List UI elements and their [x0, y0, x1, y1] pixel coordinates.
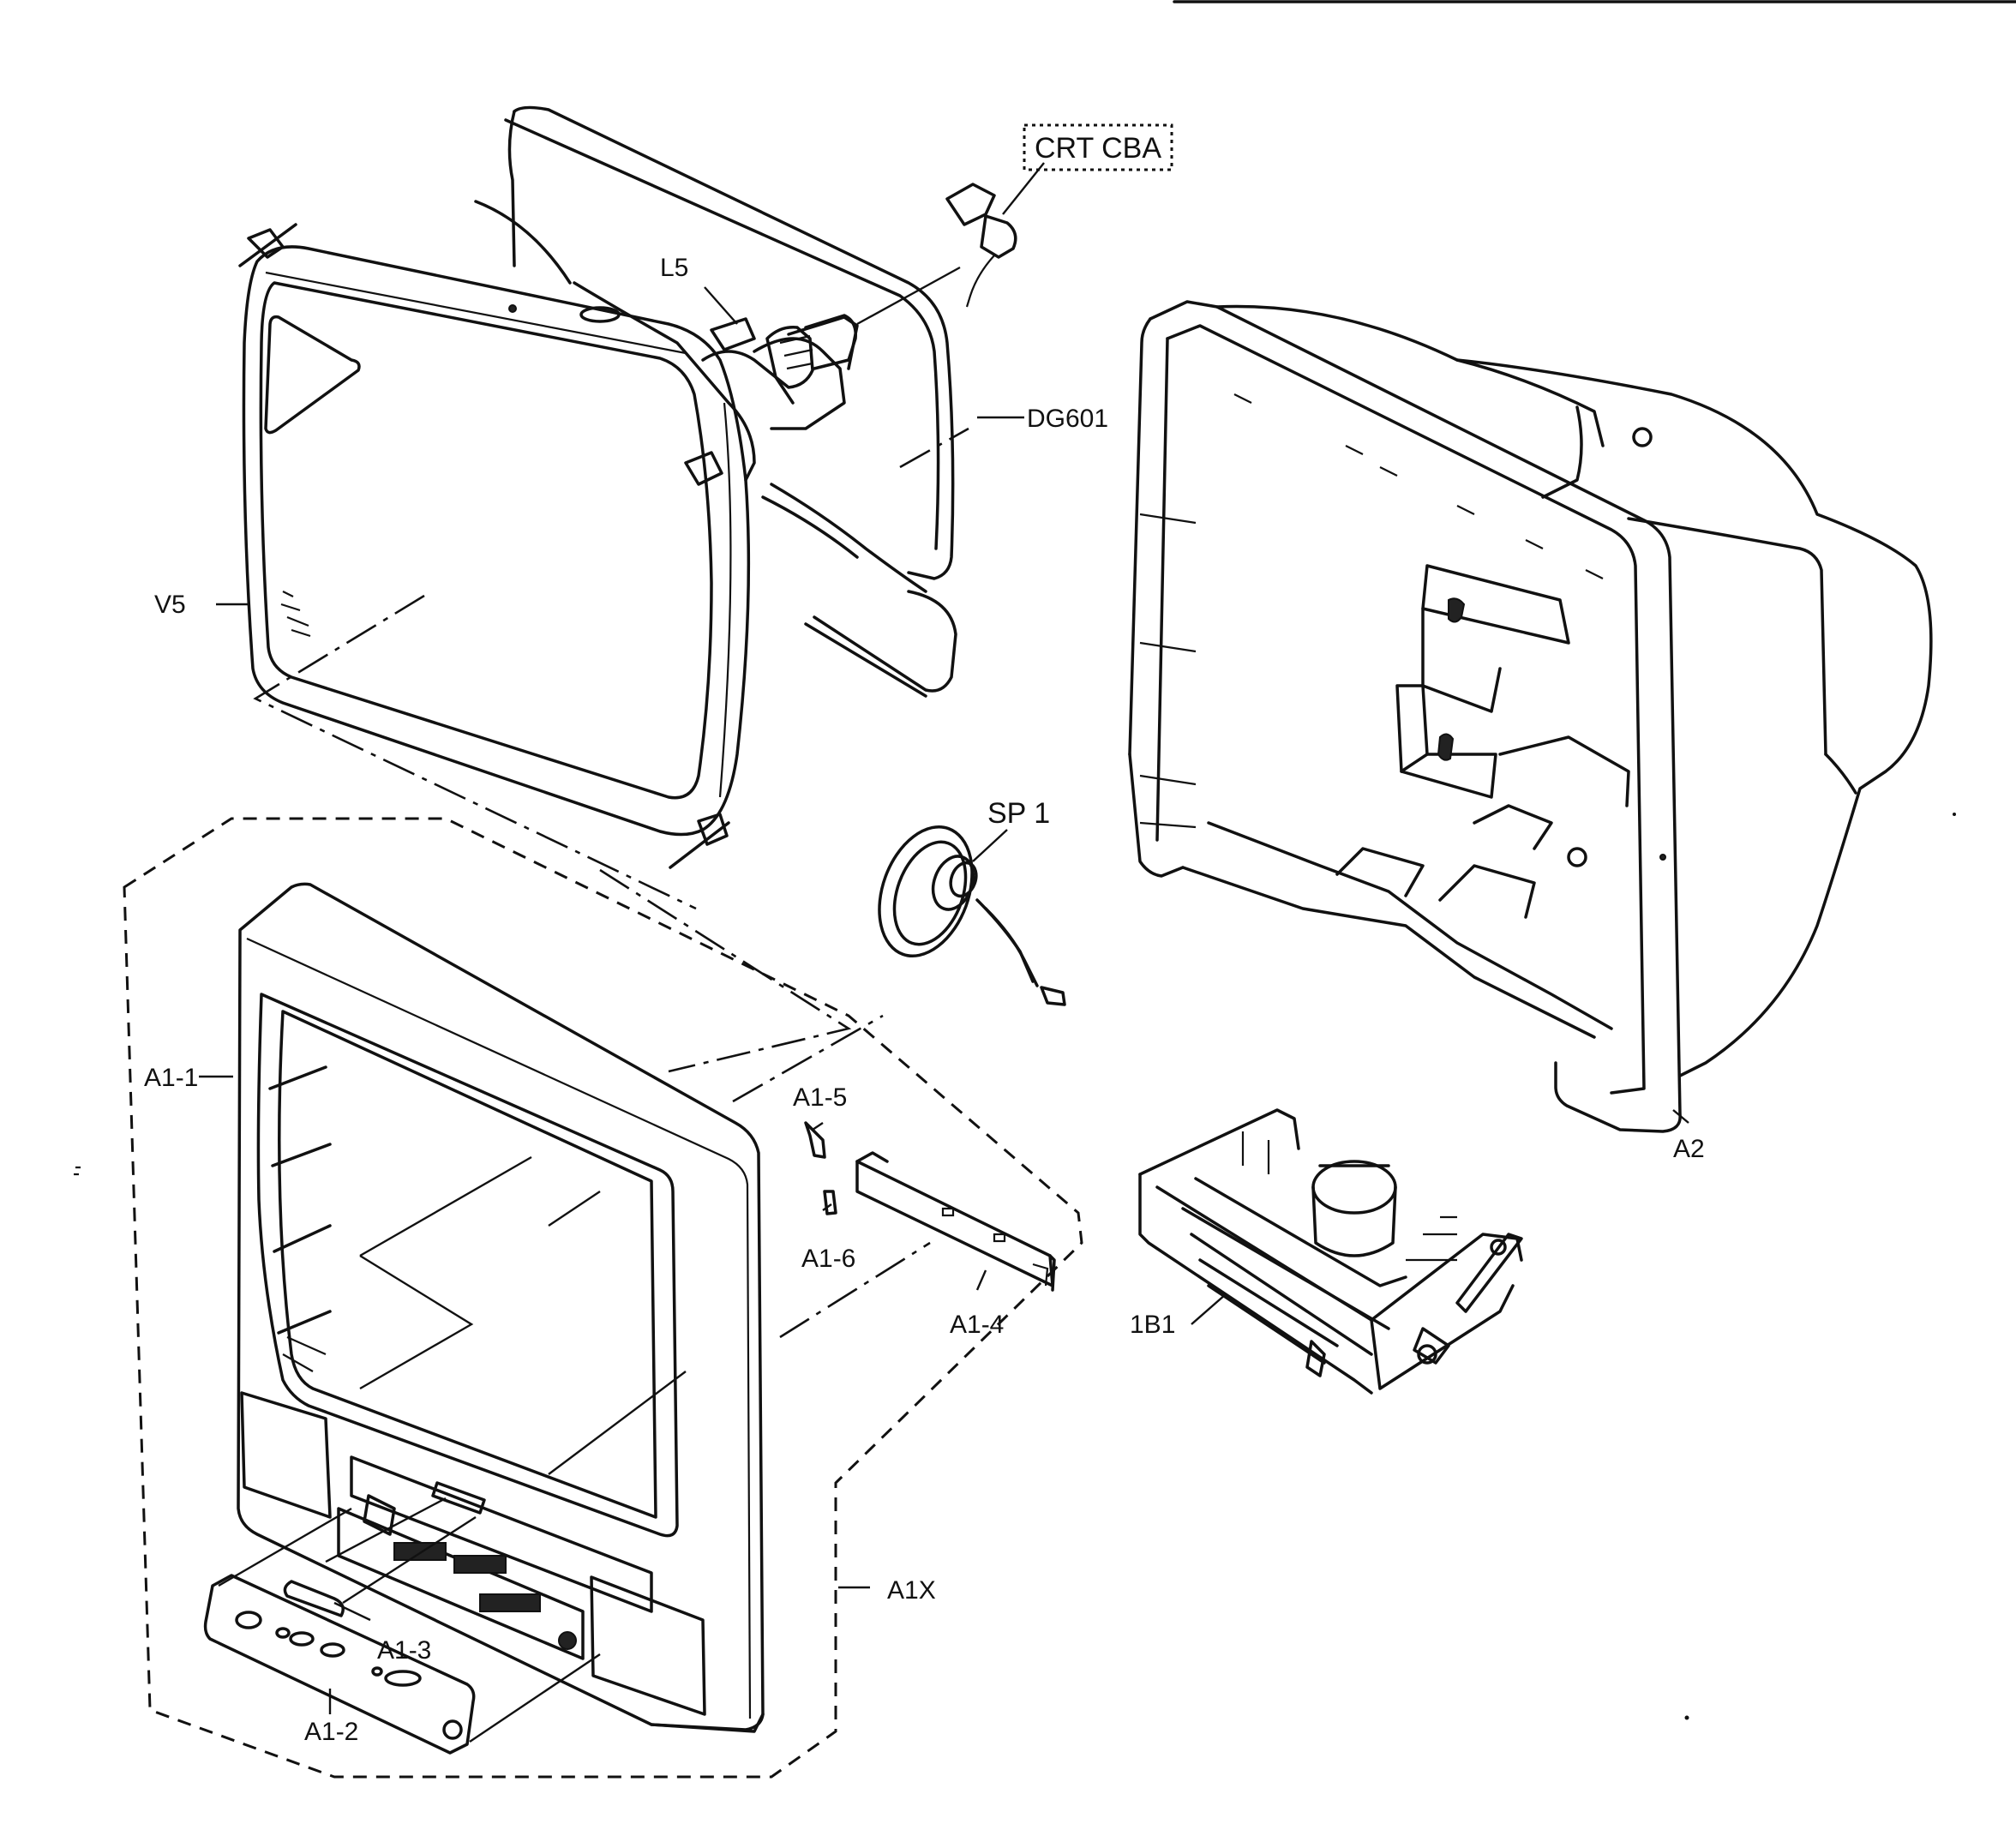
speaker-sp1	[878, 825, 1066, 1006]
screw-a1-6	[823, 1190, 837, 1215]
control-panel-a1-2	[203, 1574, 476, 1755]
leader-a1-5	[812, 1122, 824, 1131]
crt-picture-tube	[238, 223, 859, 869]
stray-dot	[1953, 813, 1956, 816]
label-a1-5: A1-5	[793, 1083, 847, 1112]
label-l5: L5	[660, 254, 688, 282]
front-cabinet-a1-1	[237, 882, 765, 1733]
leader-l5	[704, 286, 738, 325]
projection-line	[342, 1515, 477, 1605]
label-crt-cba: CRT CBA	[1035, 132, 1161, 165]
label-a2: A2	[1673, 1135, 1705, 1163]
label-a1-3: A1-3	[377, 1636, 431, 1665]
leader-a1-3	[333, 1601, 371, 1622]
rear-cabinet-a2	[1128, 300, 1933, 1133]
bracket-a1-4	[855, 1151, 1056, 1292]
leader-a1-6	[822, 1203, 832, 1211]
left-speaker-grille	[240, 1391, 332, 1519]
projection-line-speaker-cabinet	[732, 1014, 884, 1103]
stray-dot	[1684, 1715, 1689, 1720]
label-v5: V5	[154, 591, 186, 619]
label-a1-1: A1-1	[144, 1064, 198, 1092]
right-speaker-grille	[590, 1575, 706, 1716]
stray-mark	[74, 1166, 81, 1176]
projection-line	[469, 1653, 601, 1743]
projection-line-a1-4	[779, 1241, 931, 1339]
a1x-group-boundary	[123, 817, 1083, 1779]
neck-assembly-l5	[710, 266, 961, 389]
leader-a1-4	[975, 1269, 987, 1291]
projection-line	[325, 1497, 447, 1563]
crt-cba-label-box	[1023, 123, 1173, 171]
projection-line	[218, 1507, 352, 1587]
label-sp1: SP 1	[987, 797, 1050, 830]
label-a1-2: A1-2	[304, 1718, 358, 1746]
button-a1-3	[283, 1580, 345, 1617]
leader-1b1	[1191, 1293, 1227, 1325]
label-a1-4: A1-4	[950, 1311, 1004, 1339]
vcr-mechanism-1b1	[1138, 1108, 1523, 1395]
label-a1-6: A1-6	[801, 1245, 855, 1273]
projection-line-coil	[899, 427, 969, 469]
clip-a1-5	[804, 1121, 826, 1159]
projection-line-v5	[253, 594, 697, 910]
leader-a2	[1672, 1109, 1689, 1124]
crt-cba-socket	[945, 123, 1173, 308]
projection-line-sp1	[599, 868, 852, 1073]
label-dg601: DG601	[1027, 405, 1108, 433]
label-1b1: 1B1	[1130, 1311, 1175, 1339]
degauss-coil	[474, 105, 957, 698]
label-a1x: A1X	[887, 1576, 936, 1605]
